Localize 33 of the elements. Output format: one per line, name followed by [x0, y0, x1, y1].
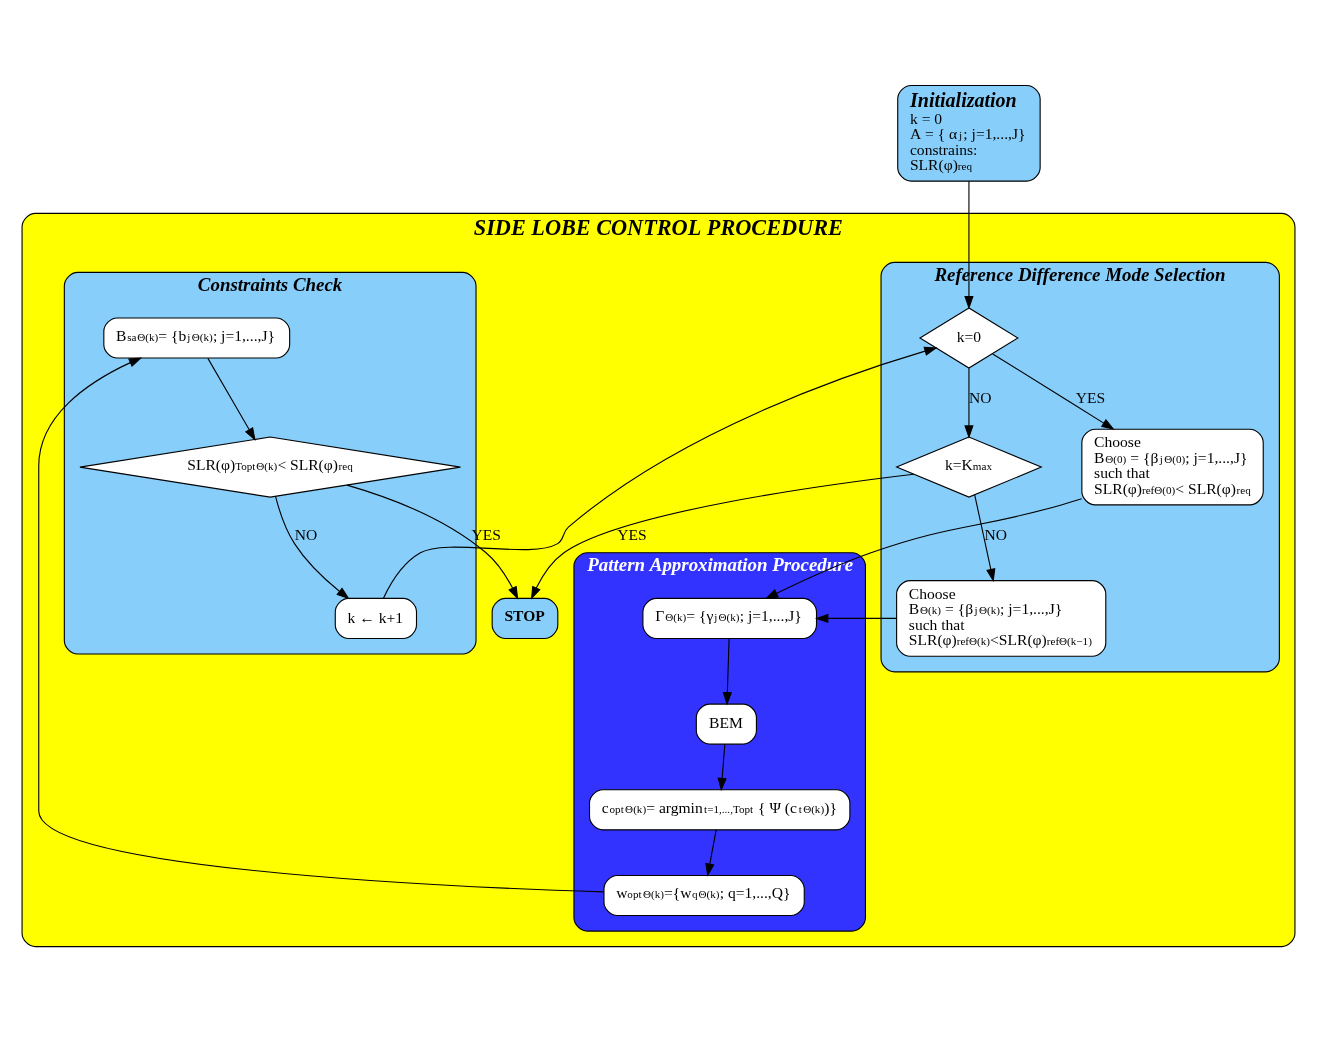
node-box: STOP [491, 597, 559, 639]
node-diamond: SLR(φ)ToptΘ(k)< SLR(φ)req [79, 436, 461, 498]
arrow [764, 498, 1083, 600]
node-box: ΓΘ(k)= {γjΘ(k); j=1,...,J} [642, 597, 818, 639]
arrow [722, 637, 733, 706]
edge-label: YES [617, 525, 647, 543]
edge-label: NO [294, 525, 318, 543]
arrow [382, 346, 938, 599]
arrow [530, 473, 915, 600]
node-diamond: k=0 [918, 307, 1019, 369]
node-box: Choose BΘ(k) = {βjΘ(k); j=1,...,J} such that SLR(φ)refΘ(k)<SLR(φ)refΘ(k−1) [896, 580, 1107, 657]
arrow [705, 829, 717, 877]
edge-label: YES [1075, 388, 1106, 406]
arrow [974, 494, 996, 583]
arrow [717, 743, 727, 792]
arrow [964, 180, 974, 310]
arrow [275, 495, 350, 600]
edge-label: NO [984, 525, 1007, 543]
arrow [992, 353, 1115, 430]
arrow [207, 357, 256, 441]
node-box: Choose BΘ(0) = {βjΘ(0); j=1,...,J} such that SLR(φ)refΘ(0)< SLR(φ)req [1081, 428, 1264, 506]
node-box: k ← k+1 [334, 597, 418, 639]
node-box: BsaΘ(k)= {bjΘ(k); j=1,...,J} [103, 317, 291, 359]
arrow [815, 613, 897, 624]
node-diamond: k=Kmax [895, 436, 1043, 498]
node-box: Initialization k = 0 A = { αj; j=1,...,J} constrains: SLR(φ)req [897, 84, 1041, 182]
node-box: BEM [695, 703, 757, 745]
node-box: coptΘ(k)= argmint=1,...,Topt { Ψ (ctΘ(k))} [588, 789, 851, 831]
arrow [346, 484, 519, 600]
edge-label: NO [968, 388, 992, 406]
arrow [38, 357, 605, 893]
arrow [964, 367, 974, 439]
node-box: woptΘ(k)={wqΘ(k); q=1,...,Q} [603, 874, 805, 917]
